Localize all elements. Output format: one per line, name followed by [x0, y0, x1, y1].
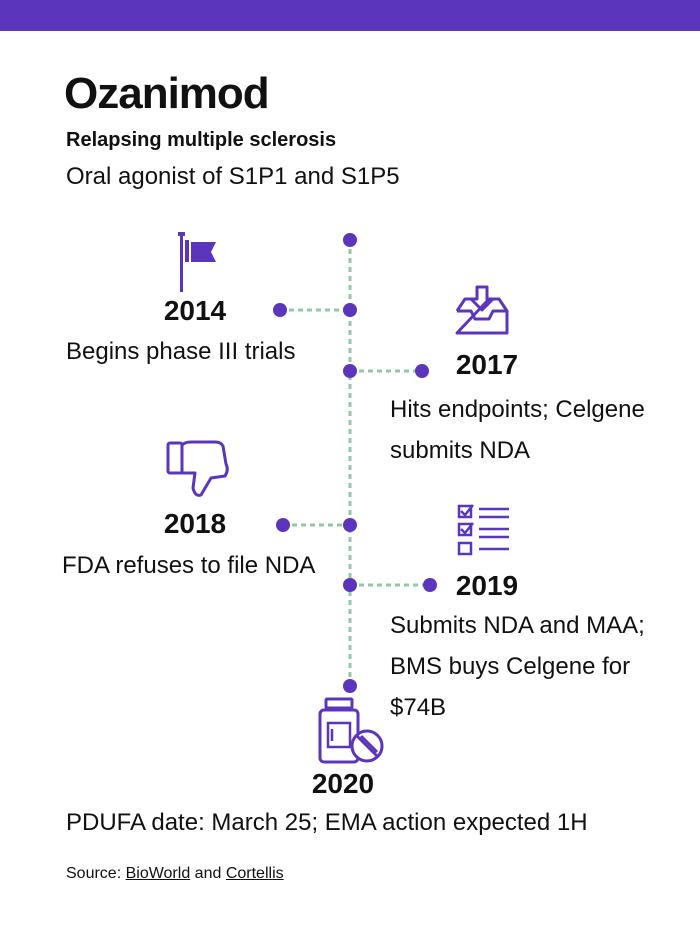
drug-description: Oral agonist of S1P1 and S1P5 — [66, 163, 400, 190]
timeline-dot — [276, 518, 290, 532]
top-accent-bar — [0, 0, 700, 31]
timeline-dot — [343, 578, 357, 592]
thumbs-down-icon — [165, 440, 231, 505]
timeline-dot — [343, 518, 357, 532]
checklist-icon — [457, 503, 513, 564]
event-year-2020: 2020 — [311, 768, 375, 799]
source-and: and — [194, 865, 222, 882]
event-text-2020: PDUFA date: March 25; EMA action expecte… — [66, 809, 588, 836]
inbox-download-icon — [455, 285, 509, 342]
source-note: Source: BioWorld and Cortellis — [66, 865, 284, 883]
timeline-dot — [343, 679, 357, 693]
event-text-2017: Hits endpoints; Celgene submits NDA — [390, 396, 645, 464]
event-year-2019: 2019 — [455, 570, 519, 601]
cortellis-link[interactable]: Cortellis — [225, 865, 284, 882]
timeline-dot — [343, 303, 357, 317]
event-year-2014: 2014 — [163, 295, 227, 326]
source-prefix: Source: — [66, 865, 122, 882]
event-text-2018: FDA refuses to file NDA — [62, 552, 316, 579]
timeline-dot — [273, 303, 287, 317]
timeline-dot — [343, 233, 357, 247]
flag-icon — [178, 232, 220, 299]
timeline-dot — [343, 364, 357, 378]
event-text-2019: Submits NDA and MAA; BMS buys Celgene fo… — [390, 612, 645, 721]
event-year-2017: 2017 — [455, 349, 519, 380]
event-text-2014: Begins phase III trials — [66, 338, 296, 365]
page-subtitle: Relapsing multiple sclerosis — [66, 129, 337, 151]
timeline-dot — [423, 578, 437, 592]
timeline-dot — [415, 364, 429, 378]
bioworld-link[interactable]: BioWorld — [125, 865, 191, 882]
page-title: Ozanimod — [64, 69, 270, 118]
event-year-2018: 2018 — [163, 508, 227, 539]
pill-bottle-icon — [316, 697, 386, 770]
